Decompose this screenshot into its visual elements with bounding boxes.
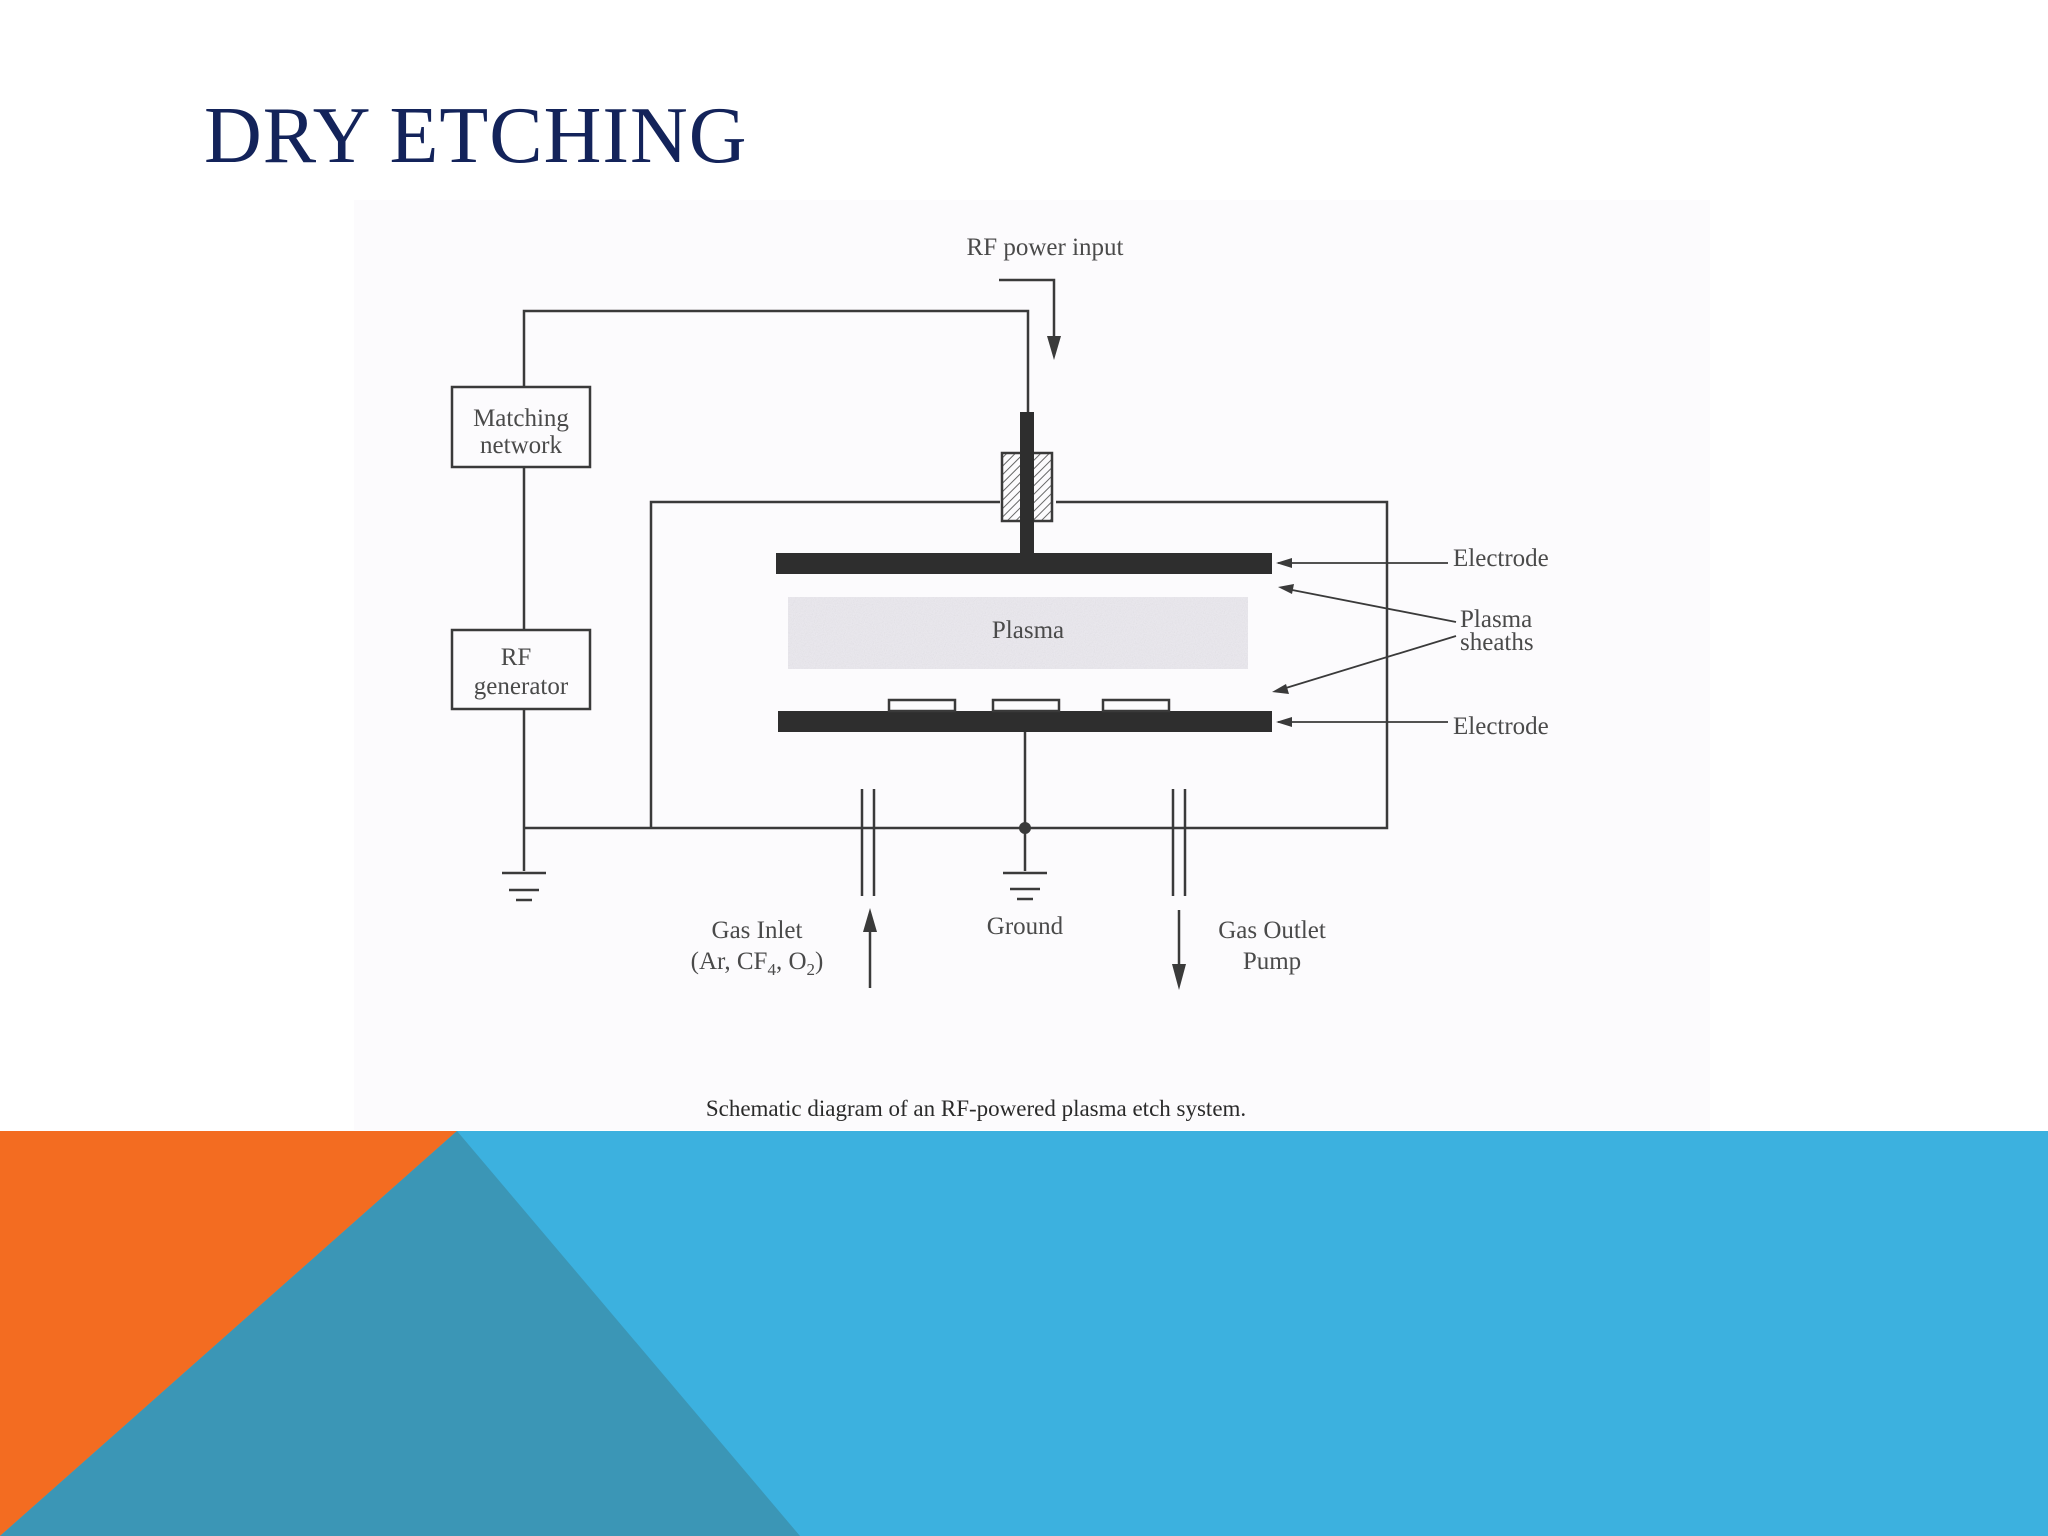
- slide-title: DRY ETCHING: [204, 92, 748, 180]
- top-electrode: [776, 553, 1272, 574]
- ground-symbol-center: [1003, 871, 1047, 901]
- chamber-wall-right: [524, 500, 1389, 830]
- wafers: [887, 698, 1171, 713]
- footer-teal-triangle: [0, 1131, 800, 1536]
- rf-power-input-label: RF power input: [967, 234, 1124, 261]
- wafer-1: [887, 698, 957, 713]
- rf-wire-top: [522, 309, 1030, 414]
- plasma-sheaths-label-line1: Plasma: [1460, 606, 1532, 633]
- gas-inlet-arrow-head: [863, 908, 877, 932]
- rf-input-arrow-shaft: [999, 278, 1056, 342]
- electrode-bottom-pointer-head: [1276, 717, 1292, 727]
- rf-input-arrow-head: [1047, 336, 1061, 360]
- sheath-pointer-upper-head: [1278, 584, 1294, 594]
- gas-outlet-arrow-head: [1172, 964, 1186, 990]
- wafer-3: [1101, 698, 1171, 713]
- plasma-label: Plasma: [992, 617, 1064, 644]
- gas-inlet-species-label: (Ar, CF4, O2): [691, 948, 824, 979]
- sheath-pointer-upper: [1281, 587, 1457, 623]
- rf-generator-label-line1: RF: [501, 644, 532, 671]
- chamber-wall: [649, 500, 1000, 828]
- footer-decoration: [0, 1131, 2048, 1536]
- ground-junction: [1019, 822, 1031, 834]
- gas-outlet-label-line1: Gas Outlet: [1218, 917, 1326, 944]
- rf-generator-label-line2: generator: [474, 673, 569, 700]
- matching-network-label-line2: network: [480, 432, 562, 459]
- electrode-bottom-label: Electrode: [1453, 713, 1549, 740]
- rf-generator-box: [450, 628, 592, 711]
- ground-label: Ground: [987, 913, 1064, 940]
- gas-outlet-label-line2: Pump: [1243, 948, 1301, 975]
- gas-inlet-label: Gas Inlet: [712, 917, 803, 944]
- figure-caption: Schematic diagram of an RF-powered plasm…: [706, 1096, 1246, 1121]
- electrode-stem: [1020, 412, 1034, 572]
- sheath-pointer-lower: [1275, 635, 1457, 692]
- plasma-sheaths-label-line2: sheaths: [1460, 629, 1534, 656]
- wafer-2: [991, 698, 1061, 713]
- plasma-etch-schematic: Matching network RF generator Plasma RF …: [450, 234, 1549, 1121]
- sheath-pointer-lower-head: [1272, 684, 1289, 694]
- matching-network-box: [450, 385, 592, 469]
- electrode-top-pointer-head: [1276, 558, 1292, 568]
- matching-network-label-line1: Matching: [473, 405, 569, 432]
- bottom-electrode: [778, 711, 1272, 732]
- ground-symbol-left: [502, 871, 546, 902]
- electrode-top-label: Electrode: [1453, 545, 1549, 572]
